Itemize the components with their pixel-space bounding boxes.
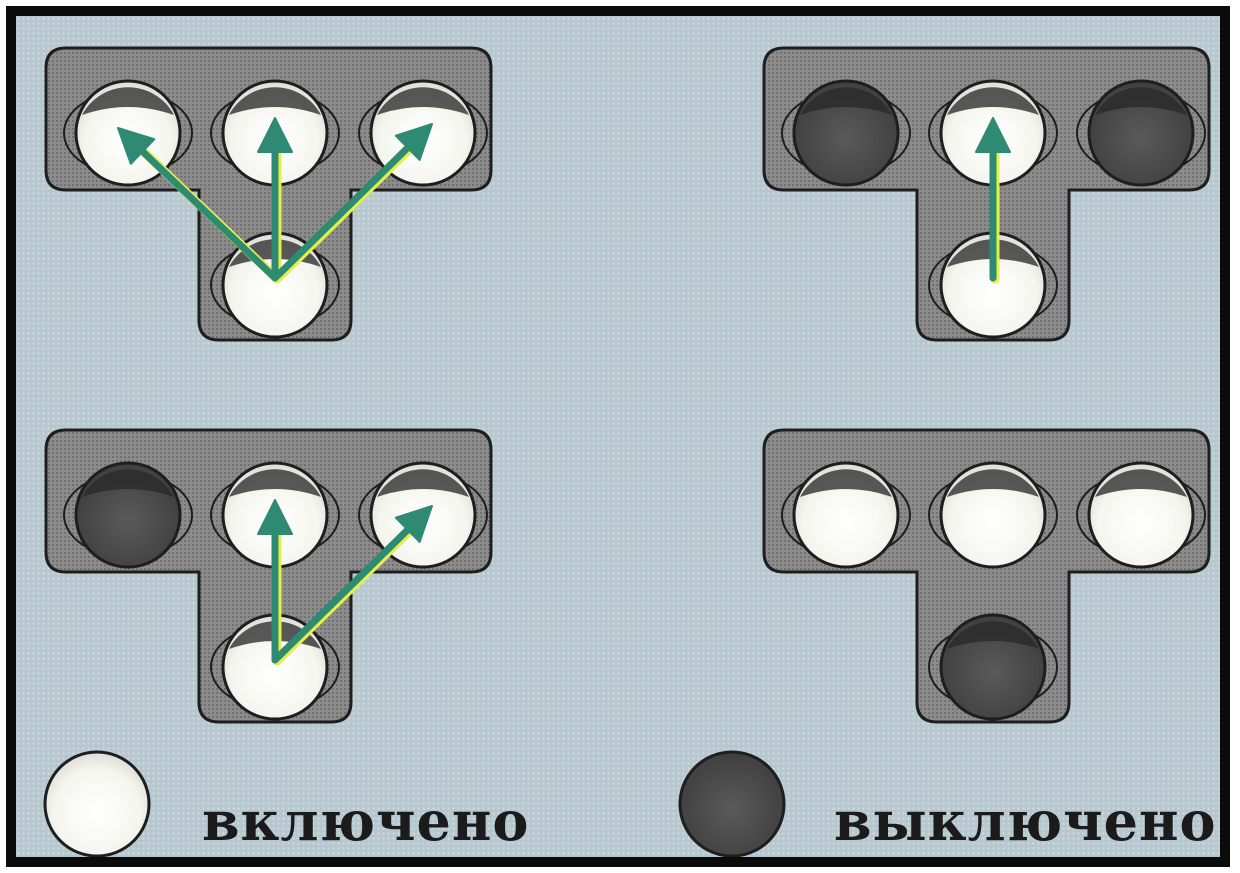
arrow-straight: [975, 117, 1011, 284]
signal-bottom-right: [762, 428, 1211, 724]
lamp-left: [781, 461, 911, 569]
diagram-frame: включено выключено: [6, 6, 1230, 867]
lamp-right: [1076, 79, 1206, 187]
lamp-left: [781, 79, 911, 187]
arrow-straight: [257, 499, 293, 666]
legend-lamp-off: [678, 750, 786, 857]
lamp-right: [1076, 461, 1206, 569]
traffic-signal-diagram: [43, 46, 1211, 857]
arrow-right: [271, 123, 433, 284]
legend-label-on: включено: [202, 789, 530, 853]
signal-bottom-left: [44, 428, 493, 724]
arrow-straight: [257, 117, 293, 284]
arrow-left: [117, 127, 282, 284]
arrow-right: [271, 505, 433, 666]
lamp-bottom: [928, 231, 1058, 339]
legend-label-off: выключено: [834, 789, 1217, 853]
signal-top-right: [762, 46, 1211, 342]
lamp-center: [928, 461, 1058, 569]
lamp-left: [63, 461, 193, 569]
legend-lamp-on: [43, 750, 151, 857]
lamp-bottom: [928, 613, 1058, 721]
signal-top-left: [44, 46, 493, 342]
